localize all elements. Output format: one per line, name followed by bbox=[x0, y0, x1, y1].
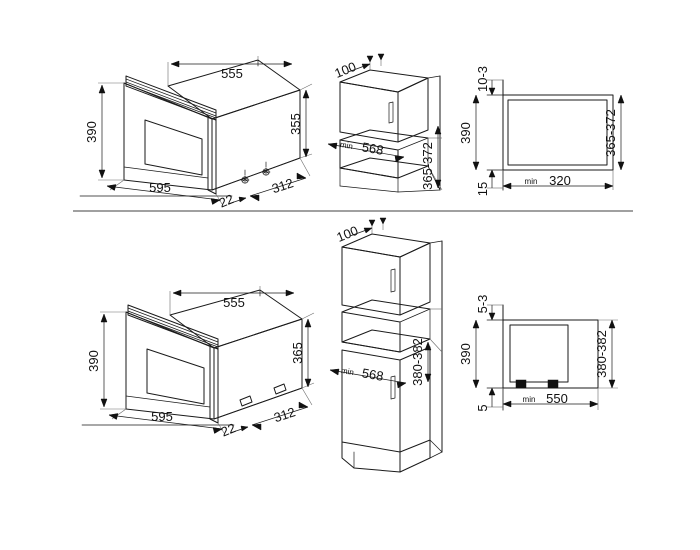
dim-bottom-right-gap-5: 5 bbox=[475, 387, 503, 412]
label-height-side: 355 bbox=[288, 113, 303, 135]
panel-bottom-right: 5-3 390 5 380-382 bbox=[458, 295, 618, 412]
panel-bottom-middle: 100 min 568 380-382 bbox=[329, 217, 443, 473]
dim-top-right-gap-10-3: 10-3 bbox=[475, 66, 503, 96]
dim-bottom-left-height-390: 390 bbox=[86, 313, 108, 408]
dim-top-left-depth-555: 555 bbox=[170, 60, 293, 81]
label-foot-offset: 22 bbox=[217, 191, 236, 210]
dim-top-left-height-390: 390 bbox=[84, 84, 106, 179]
label-width-front-2: 595 bbox=[151, 409, 173, 424]
dim-bottom-middle-inner-568: min 568 bbox=[329, 365, 407, 389]
dim-top-left-height-355: 355 bbox=[288, 89, 310, 158]
label-top-offset-2: 100 bbox=[334, 223, 360, 245]
label-height-side-2: 365 bbox=[290, 342, 305, 364]
label-min-width-2: 550 bbox=[546, 391, 568, 406]
dim-top-left-width-595: 595 bbox=[106, 180, 221, 205]
dim-top-right-gap-15: 15 bbox=[475, 169, 503, 196]
dim-bottom-left-width-595: 595 bbox=[108, 409, 223, 434]
dim-top-right-min-320: min 320 bbox=[502, 170, 614, 190]
dim-top-left-foot-22: 22 bbox=[217, 191, 247, 210]
dim-top-left-depth-312: 312 bbox=[249, 172, 307, 202]
dim-top-middle-inner-568: min 568 bbox=[327, 139, 405, 163]
label-depth-top-2: 555 bbox=[223, 295, 245, 310]
label-min-prefix-2: min bbox=[525, 177, 538, 186]
label-top-offset: 100 bbox=[332, 59, 358, 81]
label-min-width: 320 bbox=[549, 173, 571, 188]
dim-bottom-middle-recess-380-382: 380-382 bbox=[410, 308, 443, 386]
dim-bottom-left-foot-22: 22 bbox=[219, 420, 249, 439]
label-height-front-2: 390 bbox=[86, 350, 101, 372]
label-recess-height-right-2: 380-382 bbox=[594, 330, 609, 378]
dim-bottom-right-recess-380-382: 380-382 bbox=[594, 319, 618, 389]
label-min-prefix-3: min bbox=[340, 366, 354, 377]
dim-bottom-right-gap-5-3: 5-3 bbox=[475, 295, 503, 321]
dim-bottom-left-height-365: 365 bbox=[290, 318, 312, 388]
label-inner-width-2: 568 bbox=[361, 365, 385, 384]
label-recess-height: 365-372 bbox=[420, 142, 435, 190]
panel-top-middle: 100 min 568 365-372 bbox=[327, 53, 443, 193]
label-depth-side-2: 312 bbox=[272, 404, 297, 425]
label-inner-width-full: 568 bbox=[361, 139, 385, 158]
panel-bottom-left: 555 390 365 595 312 bbox=[81, 286, 315, 439]
dim-bottom-left-depth-555: 555 bbox=[172, 289, 295, 310]
label-top-gap-2: 5-3 bbox=[475, 295, 490, 314]
dim-bottom-right-height-390: 390 bbox=[458, 319, 480, 389]
label-bottom-gap: 15 bbox=[475, 182, 490, 196]
label-min-prefix: min bbox=[339, 140, 353, 151]
dim-bottom-left-depth-312: 312 bbox=[251, 401, 309, 431]
label-depth-top: 555 bbox=[221, 66, 243, 81]
dim-top-right-recess-365-372: 365-372 bbox=[603, 94, 625, 171]
dim-top-middle-recess-365-372: 365-372 bbox=[420, 125, 443, 191]
label-width-front: 595 bbox=[149, 180, 171, 195]
dim-top-right-height-390: 390 bbox=[458, 94, 480, 171]
appliance-foot-marks-top bbox=[240, 161, 271, 184]
label-depth-side: 312 bbox=[270, 175, 295, 196]
label-recess-height-2: 380-382 bbox=[410, 338, 425, 386]
dim-bottom-right-min-550: min 550 bbox=[502, 388, 599, 410]
label-bottom-gap-2: 5 bbox=[475, 404, 490, 411]
label-foot-offset-2: 22 bbox=[219, 420, 238, 439]
label-recess-height-right: 365-372 bbox=[603, 109, 618, 157]
label-top-gap: 10-3 bbox=[475, 66, 490, 92]
label-height-front: 390 bbox=[84, 121, 99, 143]
label-height-left: 390 bbox=[458, 122, 473, 144]
panel-top-right: 10-3 390 15 365-372 bbox=[458, 66, 625, 196]
panel-top-left: 555 390 355 595 312 bbox=[79, 56, 313, 210]
label-min-prefix-4: min bbox=[523, 395, 536, 404]
label-height-left-2: 390 bbox=[458, 343, 473, 365]
